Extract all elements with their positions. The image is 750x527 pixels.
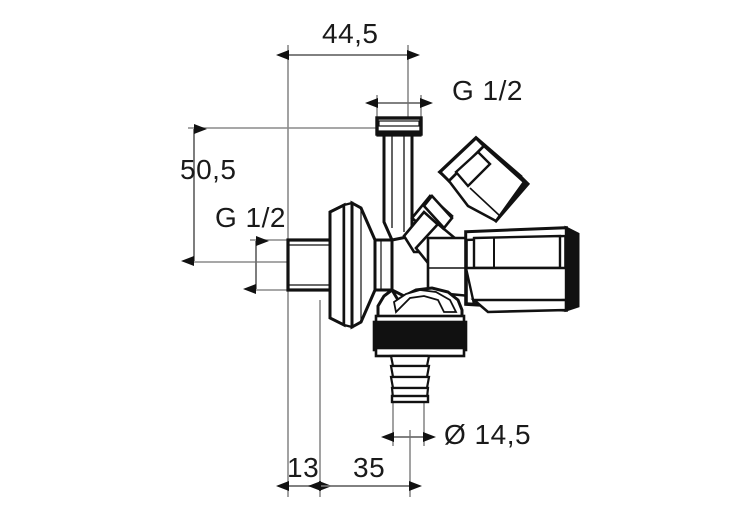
dim-label-35: 35: [353, 452, 385, 483]
wall-flange: [328, 200, 377, 330]
inlet-thread-g12: [286, 238, 334, 292]
top-riser: [382, 130, 414, 242]
top-outlet-g12: [375, 116, 423, 137]
hose-nozzle: [372, 286, 468, 404]
dim-label-13: 13: [287, 452, 319, 483]
dim-label-top-thread: G 1/2: [452, 75, 523, 106]
dimension-lines: [181, 50, 436, 491]
angled-handle: [422, 135, 531, 231]
side-handle: [464, 225, 580, 314]
dim-label-hose-dia: Ø 14,5: [444, 419, 531, 450]
dim-label-50-5: 50,5: [180, 154, 237, 185]
dim-label-44-5: 44,5: [322, 18, 379, 49]
dim-label-left-thread: G 1/2: [215, 202, 286, 233]
